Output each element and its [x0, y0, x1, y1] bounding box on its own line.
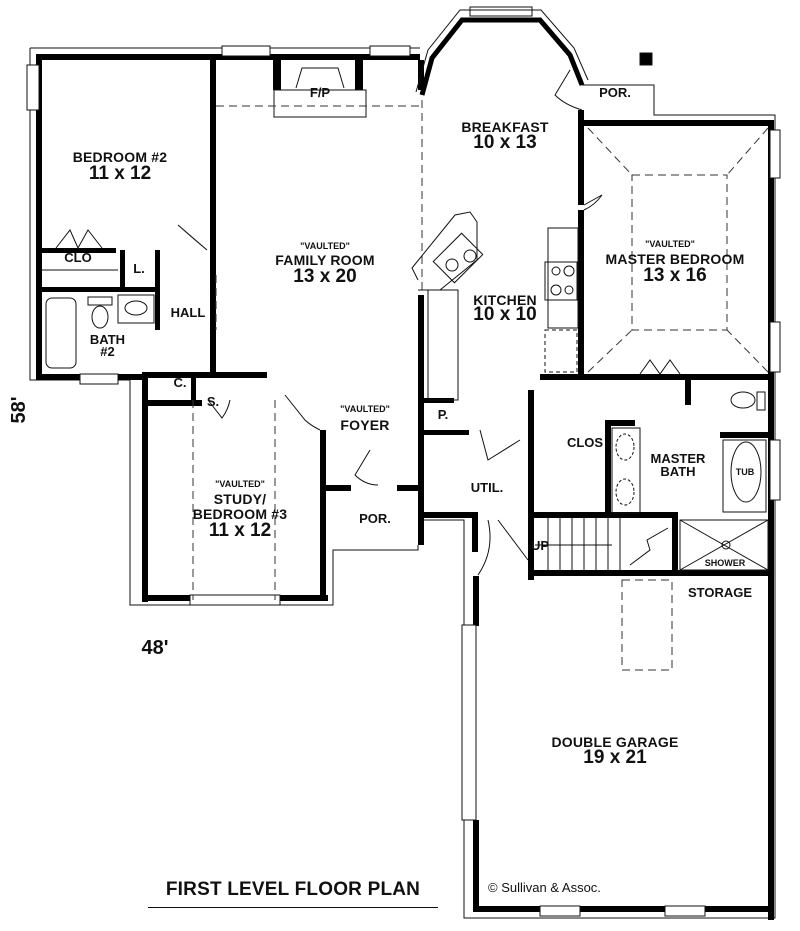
vaulted-note-master: "VAULTED" [645, 239, 695, 249]
room-label-master-closet: CLOS [566, 435, 604, 450]
room-size-bedroom2: 11 x 12 [88, 163, 152, 184]
room-label-front-porch: POR. [359, 511, 391, 526]
room-size-kitchen: 10 x 10 [473, 304, 537, 325]
vaulted-note-study: "VAULTED" [215, 479, 265, 489]
room-label-bedroom3: BEDROOM #3 [192, 506, 288, 522]
copyright-notice: © Sullivan & Assoc. [488, 880, 601, 895]
room-size-garage: 19 x 21 [583, 747, 647, 768]
room-label-small-storage: S. [206, 394, 220, 409]
plan-title: FIRST LEVEL FLOOR PLAN [165, 879, 421, 900]
fireplace-label: F/P [309, 85, 331, 100]
room-label-kitchen: KITCHEN [473, 292, 537, 308]
dimension-width: 48' [141, 637, 169, 659]
room-label-utility: UTIL. [470, 480, 504, 495]
vaulted-note-family: "VAULTED" [300, 241, 350, 251]
vaulted-note-foyer: "VAULTED" [340, 404, 390, 414]
room-label-bedroom2: BEDROOM #2 [72, 149, 168, 165]
room-label-linen: L. [133, 261, 145, 276]
tub-label: TUB [735, 467, 755, 477]
room-label-pantry: P. [437, 407, 449, 422]
room-label-bath2: BATH [89, 332, 126, 347]
room-size-master-bedroom: 13 x 16 [643, 265, 707, 286]
room-label-closet-bedroom2: CLO [64, 250, 92, 265]
room-size-study: 11 x 12 [208, 520, 272, 541]
room-label-storage: STORAGE [687, 585, 753, 600]
dimension-depth: 58' [8, 396, 30, 424]
room-label-family: FAMILY ROOM [275, 252, 375, 268]
room-label-hall: HALL [170, 305, 206, 320]
shower-label: SHOWER [704, 558, 746, 568]
room-size-family: 13 x 20 [293, 266, 357, 287]
room-label-rear-porch: POR. [599, 85, 631, 100]
room-label-garage: DOUBLE GARAGE [551, 734, 679, 750]
room-label-master-bath-2: BATH [660, 464, 696, 479]
room-label-foyer: FOYER [340, 417, 390, 433]
room-label-bath2-number: #2 [100, 344, 115, 359]
room-label-coat-closet: C. [173, 375, 187, 390]
room-label-master-bedroom: MASTER BEDROOM [605, 251, 745, 267]
room-label-master-bath: MASTER [650, 451, 706, 466]
room-size-breakfast: 10 x 13 [473, 132, 537, 153]
title-underline [148, 907, 438, 908]
room-label-breakfast: BREAKFAST [461, 119, 549, 135]
stairs-up-label: UP [530, 538, 550, 553]
room-label-study: STUDY/ [213, 491, 267, 507]
